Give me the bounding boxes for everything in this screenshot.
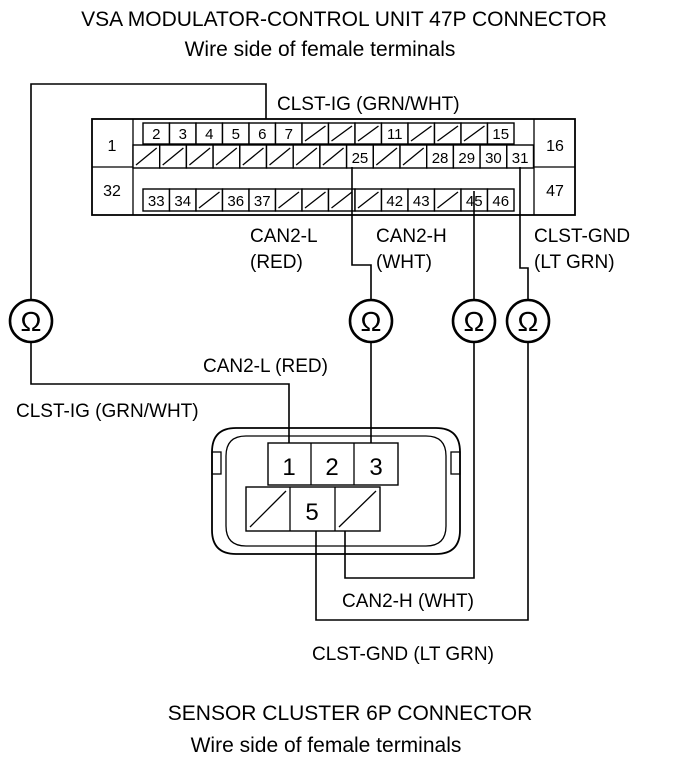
vsa-title: VSA MODULATOR-CONTROL UNIT 47P CONNECTOR: [81, 8, 607, 31]
vsa-terminal-label: 36: [227, 193, 244, 210]
label-can2-l-mid: CAN2-L (RED): [203, 356, 328, 377]
vsa-empty-terminal-slash: [463, 125, 485, 142]
vsa-empty-terminal-slash: [437, 191, 459, 209]
wire-clst-ig: [30, 83, 290, 443]
vsa-empty-terminal-slash: [437, 125, 459, 142]
vsa-pin-32: 32: [103, 183, 121, 200]
wire-can2-l: [351, 167, 372, 443]
label-can2-l-top-color: (RED): [250, 252, 303, 273]
vsa-terminal-label: 11: [387, 126, 403, 143]
vsa-empty-terminal-slash: [410, 125, 432, 142]
vsa-empty-terminal-slash: [188, 147, 211, 166]
vsa-terminal-cell: [486, 122, 515, 145]
sensor-pin-3: 3: [369, 454, 382, 481]
vsa-empty-terminal-slash: [304, 125, 326, 142]
vsa-empty-terminal-slash: [215, 147, 238, 166]
ohmmeter-icon: Ω: [451, 298, 497, 344]
vsa-empty-terminal-slash: [331, 125, 353, 142]
vsa-pin-1: 1: [108, 138, 117, 155]
vsa-empty-terminal-slash: [135, 147, 158, 166]
vsa-terminal-cell: [486, 188, 515, 212]
vsa-empty-terminal-slash: [322, 147, 345, 166]
vsa-empty-terminal-slash: [242, 147, 264, 166]
label-can2-h-bottom: CAN2-H (WHT): [342, 591, 474, 612]
svg-text:Ω: Ω: [21, 306, 42, 337]
vsa-empty-terminal-slash: [304, 191, 326, 209]
vsa-empty-terminal-slash: [269, 147, 291, 166]
vsa-terminal-label: 28: [432, 150, 449, 167]
vsa-empty-terminal-slash: [402, 147, 425, 166]
vsa-empty-terminal-slash: [357, 125, 379, 142]
vsa-terminal-label: 4: [205, 126, 213, 143]
vsa-empty-terminal-slash: [331, 191, 353, 209]
vsa-terminal-label: 29: [458, 150, 475, 167]
label-can2-l-top: CAN2-L: [250, 226, 318, 247]
label-can2-h-top: CAN2-H: [376, 226, 447, 247]
vsa-empty-terminal-slash: [198, 191, 220, 209]
vsa-empty-terminal-slash: [357, 191, 379, 209]
label-clst-gnd-top: CLST-GND: [534, 226, 630, 247]
svg-text:Ω: Ω: [464, 306, 485, 337]
vsa-terminal-label: 15: [492, 126, 509, 143]
label-can2-h-top-color: (WHT): [376, 252, 432, 273]
vsa-terminal-label: 43: [413, 193, 430, 210]
vsa-row-2: 25 28 29 30 31: [132, 144, 535, 169]
vsa-terminal-label: 6: [258, 126, 266, 143]
sensor-subtitle: Wire side of female terminals: [191, 734, 462, 757]
vsa-terminal-label: 46: [492, 193, 509, 210]
vsa-terminal-label: 7: [285, 126, 293, 143]
label-clst-ig-top: CLST-IG (GRN/WHT): [277, 94, 460, 115]
vsa-terminal-label: 34: [174, 193, 191, 210]
wire-clst-gnd: [315, 167, 529, 621]
vsa-row-1: 2 3 4 5 6 7 11 15: [142, 122, 515, 145]
label-clst-gnd-bottom: CLST-GND (LT GRN): [312, 644, 494, 665]
vsa-terminal-label: 33: [148, 193, 165, 210]
vsa-terminal-label: 5: [232, 126, 240, 143]
vsa-terminal-label: 3: [179, 126, 187, 143]
svg-text:Ω: Ω: [361, 306, 382, 337]
vsa-empty-terminal-slash: [295, 147, 318, 166]
wire-can2-h: [344, 191, 475, 579]
sensor-pin-2: 2: [325, 454, 338, 481]
ohmmeter-icon: Ω: [348, 298, 394, 344]
vsa-empty-terminal-slash: [278, 191, 300, 209]
vsa-terminal-label: 37: [254, 193, 271, 210]
label-clst-gnd-top-color: (LT GRN): [534, 252, 615, 273]
vsa-terminal-label: 42: [386, 193, 403, 210]
vsa-terminal-label: 31: [512, 150, 529, 167]
sensor-pin-5: 5: [305, 499, 318, 526]
ohmmeter-icon: Ω: [505, 298, 551, 344]
label-clst-ig-mid: CLST-IG (GRN/WHT): [16, 401, 199, 422]
vsa-pin-16: 16: [546, 138, 564, 155]
vsa-empty-terminal-slash: [162, 147, 184, 166]
sensor-6p-connector: 1 2 3 5: [211, 427, 461, 555]
vsa-terminal-label: 25: [352, 150, 369, 167]
vsa-pin-47: 47: [546, 183, 564, 200]
vsa-empty-terminal-slash: [375, 147, 398, 166]
vsa-subtitle: Wire side of female terminals: [185, 38, 456, 61]
vsa-terminal-label: 30: [485, 150, 502, 167]
sensor-pin-1: 1: [282, 454, 295, 481]
ohmmeter-icon: Ω: [8, 298, 54, 344]
sensor-title: SENSOR CLUSTER 6P CONNECTOR: [168, 702, 532, 725]
vsa-terminal-label: 2: [152, 126, 160, 143]
svg-text:Ω: Ω: [518, 306, 539, 337]
